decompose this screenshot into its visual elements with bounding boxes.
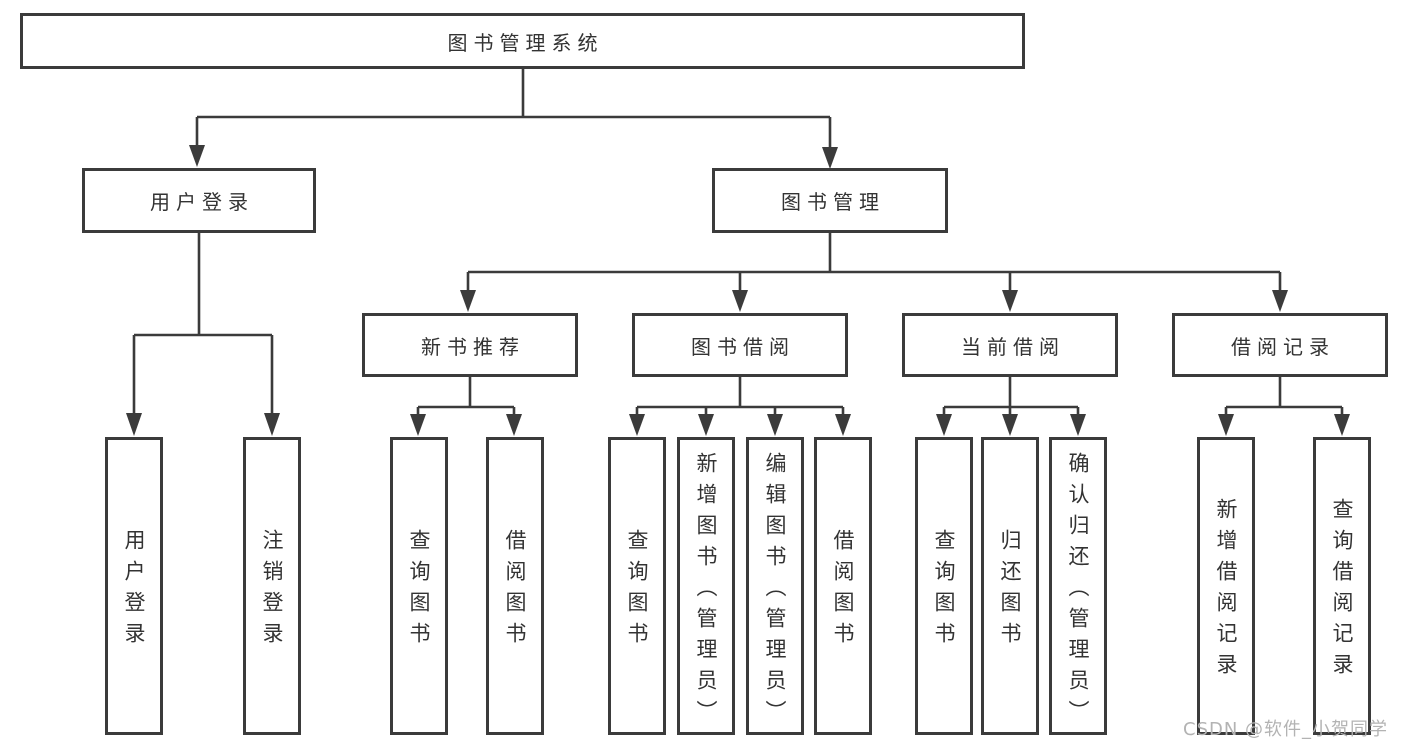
csdn-watermark: CSDN @软件_小贺同学: [1183, 719, 1389, 740]
leaf-search-books-current-label: 查询图书: [932, 529, 956, 653]
leaf-search-books-borrowing-label: 查询图书: [625, 529, 649, 653]
node-book-management: 图书管理: [712, 168, 948, 233]
leaf-confirm-return-admin-label: 确认归还（管理员）: [1066, 451, 1090, 731]
leaf-add-borrow-record: 新增借阅记录: [1197, 437, 1255, 735]
leaf-user-login: 用户登录: [105, 437, 163, 735]
node-new-book-recommendation-label: 新书推荐: [421, 334, 525, 359]
leaf-return-book-label: 归还图书: [998, 529, 1022, 653]
connector-borrowing-records: [1224, 377, 1344, 416]
arrowheads-book-management: [460, 290, 1288, 312]
arrowheads-current-borrowing: [936, 414, 1086, 436]
leaf-search-borrow-record-label: 查询借阅记录: [1330, 498, 1354, 684]
leaf-borrow-books-borrowing-label: 借阅图书: [831, 529, 855, 653]
arrowheads-root: [189, 145, 838, 169]
node-book-borrowing: 图书借阅: [632, 313, 848, 377]
node-book-management-label: 图书管理: [781, 190, 885, 214]
leaf-user-login-label: 用户登录: [122, 529, 146, 653]
connector-current-borrowing: [942, 377, 1080, 416]
connector-book-borrowing: [635, 377, 845, 416]
arrowheads-user-login: [126, 413, 280, 436]
leaf-return-book: 归还图书: [981, 437, 1039, 735]
leaf-search-books-current: 查询图书: [915, 437, 973, 735]
arrowheads-book-borrowing: [629, 414, 851, 436]
leaf-search-books-recommend: 查询图书: [390, 437, 448, 735]
node-book-borrowing-label: 图书借阅: [691, 334, 795, 359]
node-user-login: 用户登录: [82, 168, 316, 233]
node-root: 图书管理系统: [20, 13, 1025, 69]
node-root-label: 图书管理系统: [447, 30, 604, 55]
leaf-add-book-admin-label: 新增图书（管理员）: [694, 451, 718, 731]
node-current-borrowing-label: 当前借阅: [961, 334, 1065, 359]
node-user-login-label: 用户登录: [150, 190, 254, 214]
arrowheads-new-book-recommendation: [410, 414, 522, 436]
leaf-borrow-books-recommend: 借阅图书: [486, 437, 544, 735]
leaf-edit-book-admin-label: 编辑图书（管理员）: [763, 451, 787, 731]
leaf-add-book-admin: 新增图书（管理员）: [677, 437, 735, 735]
leaf-search-books-borrowing: 查询图书: [608, 437, 666, 735]
arrowheads-borrowing-records: [1218, 414, 1350, 436]
leaf-search-borrow-record: 查询借阅记录: [1313, 437, 1371, 735]
leaf-search-books-recommend-label: 查询图书: [407, 529, 431, 653]
node-current-borrowing: 当前借阅: [902, 313, 1118, 377]
connector-new-book-recommendation: [416, 377, 516, 416]
connector-user-login: [132, 233, 274, 415]
leaf-add-borrow-record-label: 新增借阅记录: [1214, 498, 1238, 684]
node-new-book-recommendation: 新书推荐: [362, 313, 578, 377]
leaf-borrow-books-borrowing: 借阅图书: [814, 437, 872, 735]
node-borrowing-records-label: 借阅记录: [1231, 334, 1335, 359]
leaf-borrow-books-recommend-label: 借阅图书: [503, 529, 527, 653]
node-borrowing-records: 借阅记录: [1172, 313, 1388, 377]
leaf-edit-book-admin: 编辑图书（管理员）: [746, 437, 804, 735]
leaf-logout-label: 注销登录: [260, 529, 284, 653]
connector-root-to-level2: [195, 69, 832, 148]
leaf-confirm-return-admin: 确认归还（管理员）: [1049, 437, 1107, 735]
connector-book-management: [466, 233, 1282, 292]
leaf-logout: 注销登录: [243, 437, 301, 735]
